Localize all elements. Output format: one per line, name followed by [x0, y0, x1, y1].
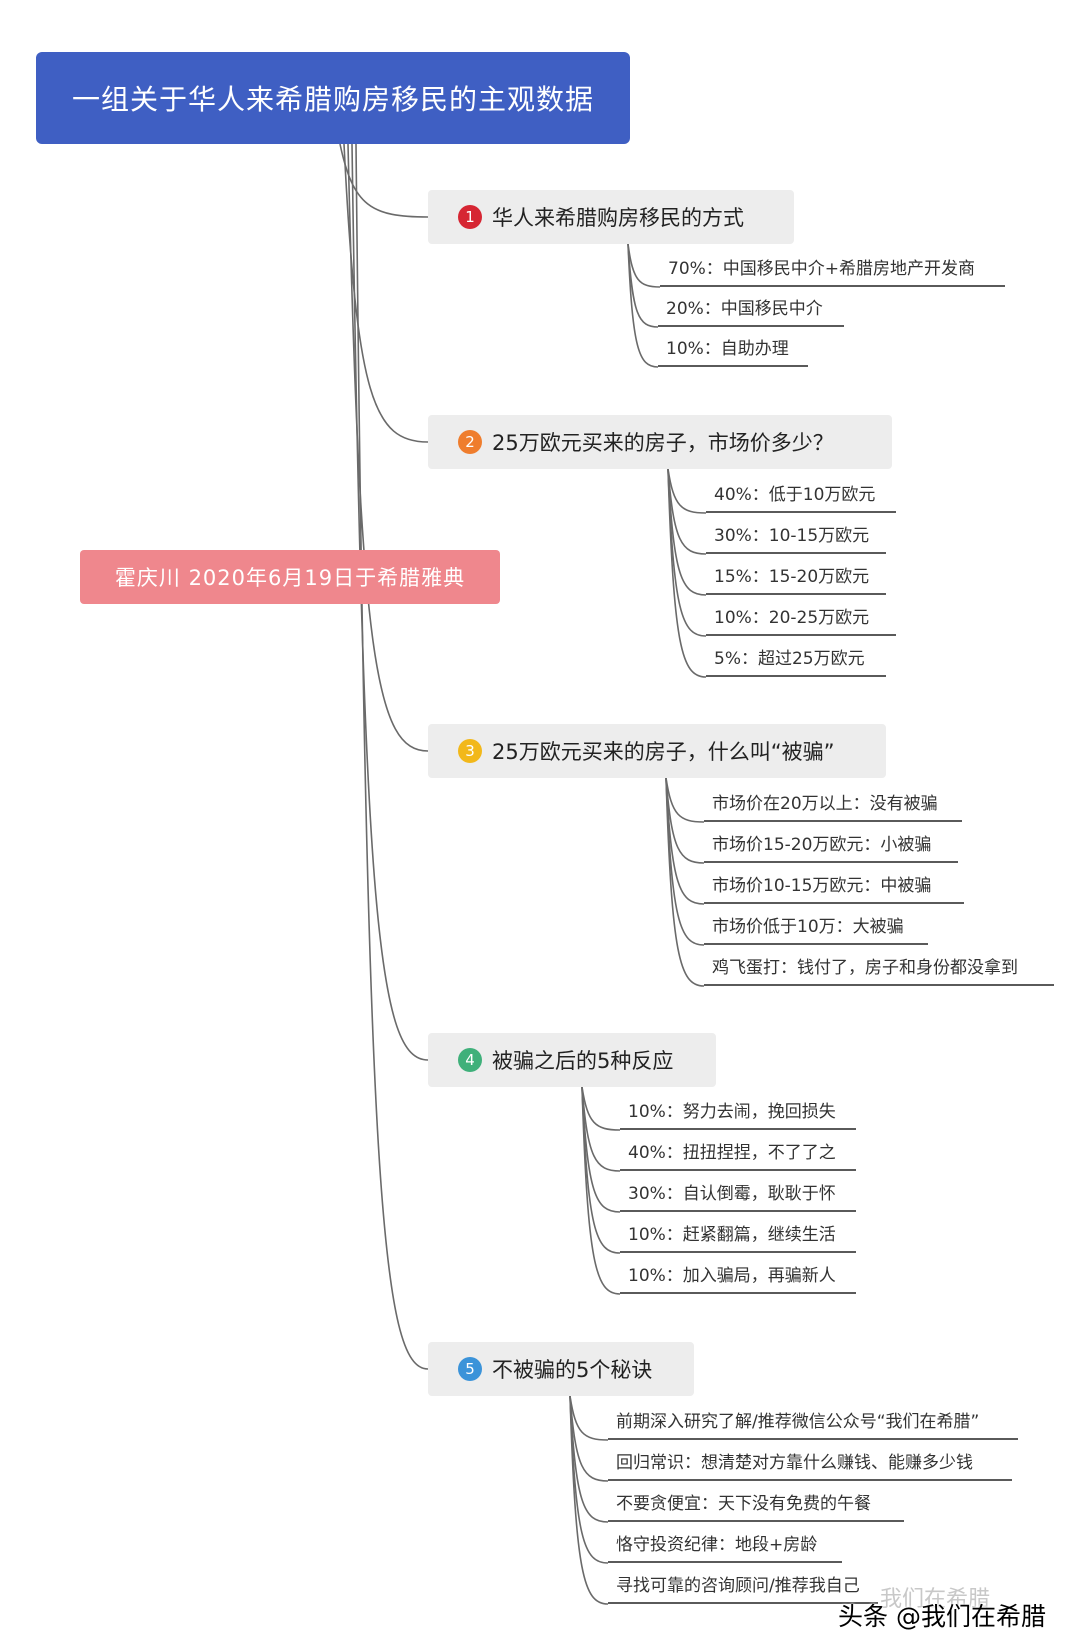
branch-2-leaf-5: 5%：超过25万欧元 — [706, 641, 886, 677]
branch-2-label: 25万欧元买来的房子，市场价多少？ — [492, 431, 834, 455]
branch-4-leaf-1: 10%：努力去闹，挽回损失 — [620, 1094, 856, 1130]
branch-5-to-leaf-1 — [569, 1395, 609, 1441]
number-1-icon: 1 — [458, 205, 482, 229]
branch-3: 3 25万欧元买来的房子，什么叫“被骗” — [428, 724, 886, 778]
watermark-main: 头条 @我们在希腊 — [838, 1602, 1046, 1631]
number-3-icon: 3 — [458, 739, 482, 763]
branch-4-label: 被骗之后的5种反应 — [492, 1049, 674, 1073]
branch-1-leaf-2: 20%：中国移民中介 — [658, 291, 844, 327]
branch-5-leaf-4: 恪守投资纪律：地段+房龄 — [608, 1527, 842, 1563]
branch-4-leaf-2: 40%：扭扭捏捏，不了了之 — [620, 1135, 856, 1171]
root-title: 一组关于华人来希腊购房移民的主观数据 — [71, 83, 594, 116]
root-to-branch-4 — [351, 143, 429, 1061]
branch-4-leaf-3: 30%：自认倒霉，耿耿于怀 — [620, 1176, 856, 1212]
branch-5-leaf-1: 前期深入研究了解/推荐微信公众号“我们在希腊” — [608, 1404, 1018, 1440]
branch-1-leaf-3: 10%：自助办理 — [658, 331, 808, 367]
branch-2-to-leaf-5 — [667, 468, 707, 678]
number-2-icon: 2 — [458, 430, 482, 454]
root-topic: 一组关于华人来希腊购房移民的主观数据 — [36, 52, 630, 144]
author-note-text: 霍庆川 2020年6月19日于希腊雅典 — [114, 566, 466, 590]
branch-2-leaf-3: 15%：15-20万欧元 — [706, 559, 886, 595]
number-4-icon: 4 — [458, 1048, 482, 1072]
branch-2: 2 25万欧元买来的房子，市场价多少？ — [428, 415, 892, 469]
branch-5-to-leaf-5 — [569, 1395, 609, 1605]
branch-5-leaf-5: 寻找可靠的咨询顾问/推荐我自己 — [608, 1568, 878, 1604]
branch-4-to-leaf-5 — [581, 1086, 621, 1295]
branch-5-leaf-3: 不要贪便宜：天下没有免费的午餐 — [608, 1486, 904, 1522]
branch-2-leaf-2: 30%：10-15万欧元 — [706, 518, 886, 554]
branch-1-to-leaf-1 — [627, 243, 661, 288]
branch-4-leaf-4: 10%：赶紧翻篇，继续生活 — [620, 1217, 856, 1253]
watermark-faint: 我们在希腊 — [880, 1587, 991, 1612]
branch-3-leaf-1: 市场价在20万以上：没有被骗 — [704, 786, 962, 822]
branch-3-to-leaf-5 — [665, 777, 705, 987]
author-note: 霍庆川 2020年6月19日于希腊雅典 — [80, 550, 500, 604]
branch-1-to-leaf-3 — [627, 243, 659, 368]
branch-2-leaf-4: 10%：20-25万欧元 — [706, 600, 896, 636]
branch-1: 1 华人来希腊购房移民的方式 — [428, 190, 794, 244]
root-to-branch-2 — [343, 143, 429, 443]
branch-1-label: 华人来希腊购房移民的方式 — [492, 206, 744, 230]
number-5-icon: 5 — [458, 1357, 482, 1381]
branch-3-leaf-4: 市场价低于10万：大被骗 — [704, 909, 928, 945]
branch-5-leaf-2: 回归常识：想清楚对方靠什么赚钱、能赚多少钱 — [608, 1445, 1012, 1481]
branch-5-label: 不被骗的5个秘诀 — [492, 1358, 653, 1382]
branch-3-leaf-5: 鸡飞蛋打：钱付了，房子和身份都没拿到 — [704, 950, 1054, 986]
branch-3-label: 25万欧元买来的房子，什么叫“被骗” — [492, 740, 835, 764]
branch-4-to-leaf-1 — [581, 1086, 621, 1131]
branch-3-leaf-2: 市场价15-20万欧元：小被骗 — [704, 827, 958, 863]
branch-4: 4 被骗之后的5种反应 — [428, 1033, 716, 1087]
branch-4-leaf-5: 10%：加入骗局，再骗新人 — [620, 1258, 856, 1294]
branch-2-to-leaf-1 — [667, 468, 707, 514]
branch-3-leaf-3: 市场价10-15万欧元：中被骗 — [704, 868, 964, 904]
branch-1-leaf-1: 70%：中国移民中介+希腊房地产开发商 — [660, 251, 1005, 287]
branch-3-to-leaf-1 — [665, 777, 705, 823]
branch-5: 5 不被骗的5个秘诀 — [428, 1342, 694, 1396]
branch-2-leaf-1: 40%：低于10万欧元 — [706, 477, 896, 513]
root-to-branch-3 — [347, 143, 429, 752]
